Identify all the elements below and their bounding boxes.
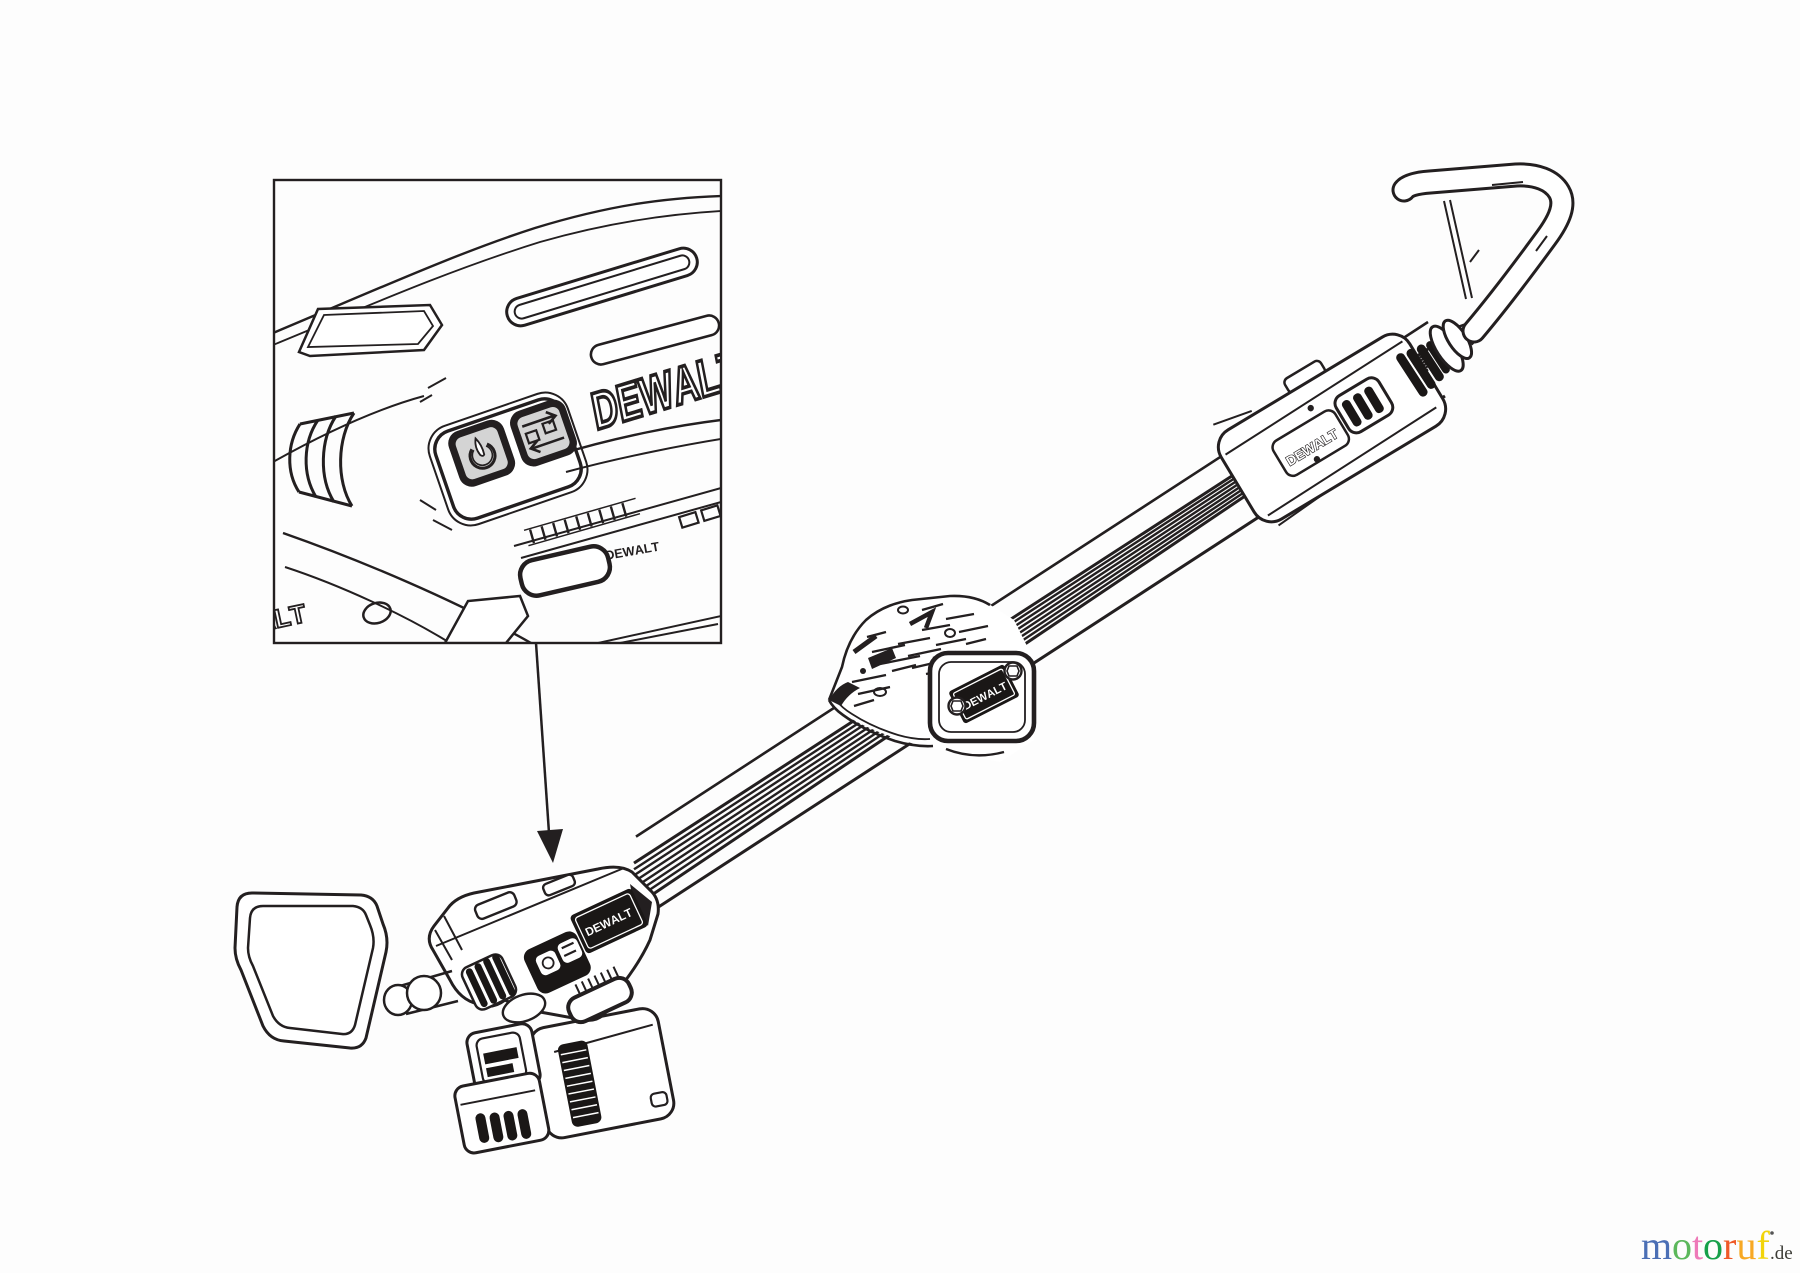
svg-text:f: f — [1757, 1223, 1771, 1268]
svg-text:o: o — [1703, 1223, 1723, 1268]
svg-text:m: m — [1641, 1223, 1672, 1268]
svg-text:.de: .de — [1770, 1243, 1793, 1264]
svg-text:t: t — [1692, 1223, 1703, 1268]
svg-text:r: r — [1723, 1223, 1736, 1268]
svg-text:u: u — [1737, 1223, 1757, 1268]
svg-text:o: o — [1672, 1223, 1692, 1268]
